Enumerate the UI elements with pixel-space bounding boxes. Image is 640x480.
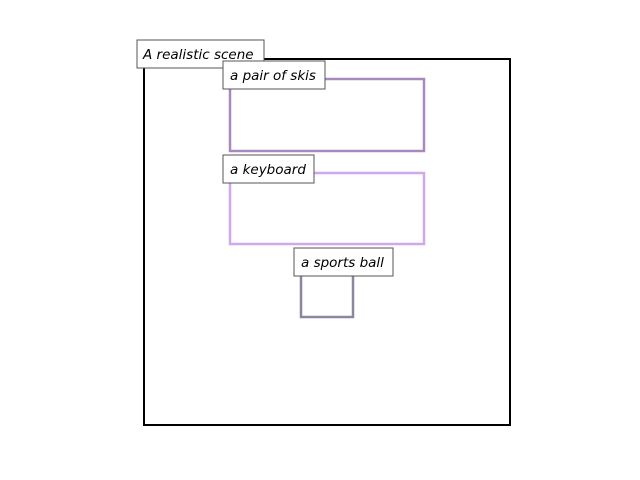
keyboard-label: a keyboard	[222, 154, 315, 184]
keyboard-box	[228, 171, 426, 246]
skis-box	[228, 77, 426, 153]
sports-ball-label-text: a sports ball	[301, 255, 384, 271]
sports-ball-label: a sports ball	[293, 247, 394, 277]
scene-label-text: A realistic scene	[142, 47, 254, 63]
skis-label: a pair of skis	[222, 60, 326, 90]
keyboard-label-text: a keyboard	[230, 162, 306, 178]
scene-frame	[143, 58, 511, 426]
skis-label-text: a pair of skis	[230, 68, 316, 84]
